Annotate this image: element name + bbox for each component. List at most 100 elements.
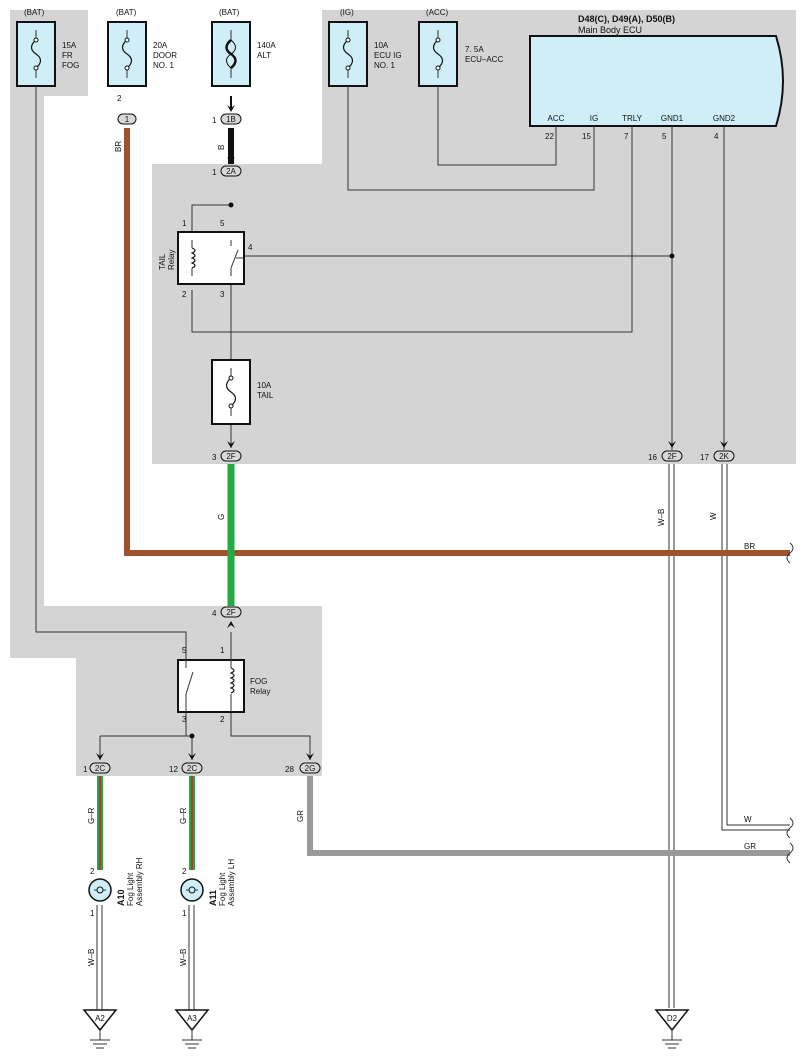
ground-a3: A3 — [174, 1009, 210, 1049]
svg-text:1: 1 — [212, 168, 217, 177]
fuse-ecu-ig-no1: (IG) 10A ECU IG NO. 1 — [328, 8, 402, 87]
svg-text:1: 1 — [125, 115, 130, 124]
svg-text:2: 2 — [182, 867, 187, 876]
connectors: 1 1 1B 1 2A 3 2F 16 2F 17 2K 4 2F 1 2C 1… — [83, 113, 735, 774]
svg-text:5: 5 — [182, 646, 187, 655]
svg-text:140A: 140A — [257, 41, 276, 50]
svg-text:ECU IG: ECU IG — [374, 51, 402, 60]
svg-text:1: 1 — [212, 116, 217, 125]
svg-text:(BAT): (BAT) — [219, 8, 240, 17]
svg-text:1: 1 — [90, 909, 95, 918]
svg-text:(BAT): (BAT) — [24, 8, 45, 17]
svg-text:Relay: Relay — [167, 250, 176, 270]
svg-text:TAIL: TAIL — [158, 253, 167, 270]
svg-text:NO. 1: NO. 1 — [374, 61, 395, 70]
svg-text:2: 2 — [90, 867, 95, 876]
ecu-pin-number: 5 — [662, 132, 667, 141]
fog-light-lh: 2 1 A11 Fog Light Assembly LH — [180, 859, 236, 918]
svg-text:1: 1 — [182, 909, 187, 918]
svg-text:2C: 2C — [187, 764, 197, 773]
svg-text:3: 3 — [220, 290, 225, 299]
svg-text:4: 4 — [248, 243, 253, 252]
ecu-pin-label: IG — [590, 114, 598, 123]
tail-relay: 1 5 4 2 3 TAIL Relay — [158, 219, 253, 299]
svg-text:A11: A11 — [208, 890, 218, 906]
svg-text:12: 12 — [169, 765, 178, 774]
svg-text:17: 17 — [700, 453, 709, 462]
fuse-alt: (BAT) 140A ALT — [211, 8, 276, 87]
fog-relay: 5 1 3 2 FOG Relay — [177, 646, 270, 724]
svg-text:A3: A3 — [187, 1014, 197, 1023]
svg-text:7. 5A: 7. 5A — [465, 45, 484, 54]
svg-text:3: 3 — [212, 453, 217, 462]
svg-text:(IG): (IG) — [340, 8, 354, 17]
svg-text:16: 16 — [648, 453, 657, 462]
wire-label-wb-rh: W–B — [87, 949, 96, 966]
wire-label-wb-lh: W–B — [179, 949, 188, 966]
ecu-pin-label: GND1 — [661, 114, 684, 123]
panel-left-strip — [10, 96, 44, 658]
ecu-pin-label: TRLY — [622, 114, 643, 123]
svg-text:Fog Light: Fog Light — [126, 872, 135, 906]
svg-text:15A: 15A — [62, 41, 77, 50]
connector-arrows — [96, 105, 728, 760]
svg-text:ALT: ALT — [257, 51, 271, 60]
ecu-box — [529, 35, 784, 127]
heavy-wires — [97, 96, 790, 870]
fuse-door-no1: (BAT) 20A DOOR NO. 1 2 — [107, 8, 177, 103]
svg-text:2K: 2K — [719, 452, 729, 461]
ground-d2: D2 — [654, 1009, 690, 1049]
svg-text:4: 4 — [212, 609, 217, 618]
wire-label-b: B — [217, 145, 226, 150]
svg-text:2F: 2F — [667, 452, 676, 461]
wire-label-w-right: W — [744, 815, 752, 824]
svg-text:2A: 2A — [226, 167, 236, 176]
svg-text:A2: A2 — [95, 1014, 105, 1023]
wire-label-gr-right: GR — [744, 842, 756, 851]
svg-text:20A: 20A — [153, 41, 168, 50]
svg-text:2: 2 — [220, 715, 225, 724]
wire-label-w: W — [709, 512, 718, 520]
svg-text:Assembly RH: Assembly RH — [135, 857, 144, 906]
panel-tail-relay — [152, 164, 796, 464]
svg-text:2: 2 — [182, 290, 187, 299]
wire-label-br-right: BR — [744, 542, 755, 551]
svg-text:2F: 2F — [226, 608, 235, 617]
svg-text:3: 3 — [182, 715, 187, 724]
svg-text:2C: 2C — [95, 764, 105, 773]
svg-text:DOOR: DOOR — [153, 51, 177, 60]
svg-text:1: 1 — [182, 219, 187, 228]
svg-text:FOG: FOG — [62, 61, 79, 70]
ground-a2: A2 — [82, 1009, 118, 1049]
svg-text:10A: 10A — [257, 381, 272, 390]
wire-continues-symbols — [786, 542, 794, 864]
svg-text:10A: 10A — [374, 41, 389, 50]
wire-label-br: BR — [114, 141, 123, 152]
svg-text:2F: 2F — [226, 452, 235, 461]
gray-panels — [10, 10, 796, 776]
ecu-pin-number: 7 — [624, 132, 629, 141]
ecu-name: Main Body ECU — [578, 25, 642, 35]
fog-light-rh: 2 1 A10 Fog Light Assembly RH — [88, 857, 144, 918]
ecu-title: D48(C), D49(A), D50(B) — [578, 14, 675, 24]
ecu-pin-number: 22 — [545, 132, 554, 141]
svg-text:(BAT): (BAT) — [116, 8, 137, 17]
main-body-ecu: D48(C), D49(A), D50(B) Main Body ECU ACC… — [529, 14, 784, 141]
svg-text:ECU–ACC: ECU–ACC — [465, 55, 503, 64]
svg-text:Assembly LH: Assembly LH — [227, 859, 236, 906]
fuse-tail: 10A TAIL — [211, 359, 274, 425]
svg-text:FOG: FOG — [250, 677, 267, 686]
svg-text:Fog Light: Fog Light — [218, 872, 227, 906]
wire-label-g: G — [217, 514, 226, 520]
ecu-pin-label: ACC — [548, 114, 565, 123]
svg-text:1: 1 — [220, 646, 225, 655]
ecu-pin-label: GND2 — [713, 114, 736, 123]
svg-text:2: 2 — [117, 94, 122, 103]
svg-text:(ACC): (ACC) — [426, 8, 449, 17]
svg-text:NO. 1: NO. 1 — [153, 61, 174, 70]
svg-text:D2: D2 — [667, 1014, 678, 1023]
wire-label-gr-rh: G–R — [87, 807, 96, 824]
svg-text:A10: A10 — [116, 889, 126, 906]
